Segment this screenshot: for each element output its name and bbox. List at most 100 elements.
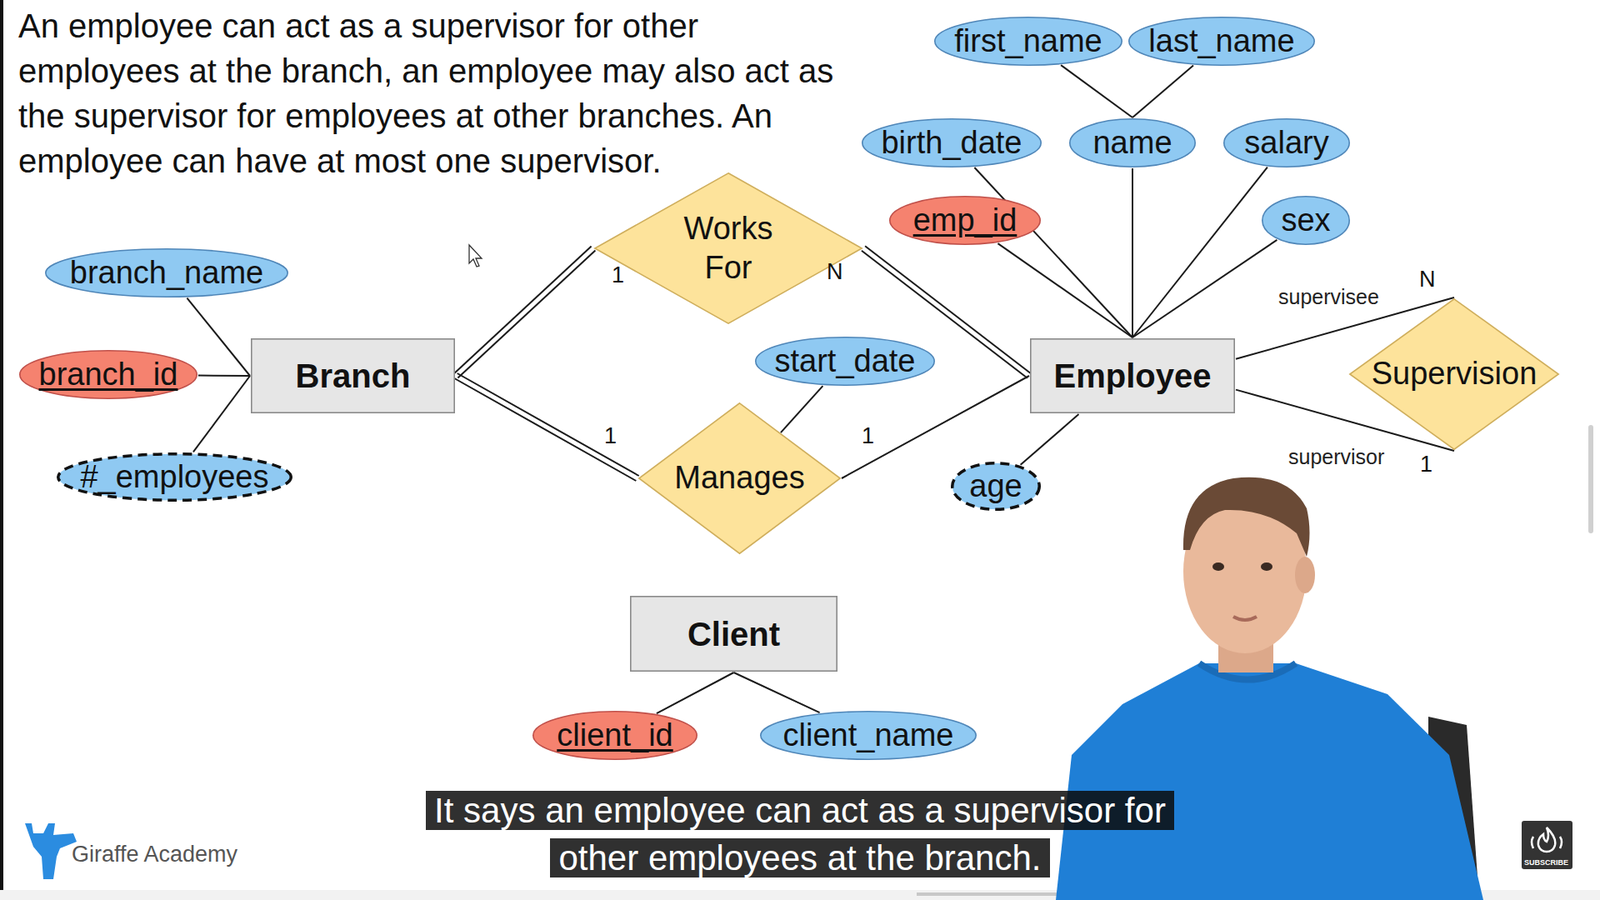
connector-stroke (780, 385, 824, 433)
relationship-name: Works For (657, 209, 800, 289)
role-label: supervisee (1275, 285, 1382, 310)
attribute-ellipse: start_date (754, 335, 936, 387)
cardinality-number: 1 (1420, 451, 1433, 478)
node-shape (952, 463, 1040, 510)
subtitle-text: It says an employee can act as a supervi… (425, 790, 1175, 878)
connector-stroke (193, 375, 250, 452)
connector-line (193, 375, 250, 452)
attribute-ellipse: salary (1222, 117, 1351, 169)
key-attribute-ellipse: emp_id (888, 195, 1042, 246)
connector-line (656, 672, 735, 714)
connector-stroke (457, 373, 640, 476)
node-shape (533, 711, 697, 760)
connector-line (198, 375, 250, 377)
attribute-name: name (1092, 125, 1172, 162)
cardinality-number: 1 (861, 423, 875, 450)
attribute-name: branch_name (70, 255, 264, 292)
node-shape (862, 119, 1041, 167)
attribute-ellipse: birth_date (860, 117, 1043, 169)
cardinality-number: N (1419, 266, 1436, 293)
attribute-name: emp_id (913, 202, 1018, 240)
attribute-name: first_name (954, 23, 1102, 60)
node-shape (1129, 17, 1315, 65)
cardinality-number: N (826, 259, 844, 285)
node-shape (639, 403, 840, 554)
presenter-figure (1055, 477, 1484, 900)
channel-watermark: Giraffe Academy (71, 841, 238, 868)
attribute-name: #_employees (80, 459, 269, 496)
connector-stroke (454, 245, 592, 374)
connector-line (997, 243, 1133, 338)
derived-attribute-ellipse: age (950, 460, 1042, 512)
attribute-ellipse: first_name (933, 15, 1124, 67)
attribute-name: sex (1280, 202, 1330, 240)
connector-line (1020, 414, 1080, 465)
badge-text: SUBSCRIBE (1524, 858, 1569, 867)
entity-box: Employee (1029, 337, 1236, 415)
relationship-diamond: Supervision (1348, 297, 1560, 451)
connector-stroke (997, 243, 1133, 338)
connector-stroke (186, 298, 250, 376)
node-shape (1262, 196, 1350, 245)
connector-stroke (734, 672, 820, 713)
connector-line (1132, 168, 1134, 338)
connector-stroke (1131, 168, 1134, 338)
node-shape (1030, 339, 1235, 413)
node-shape (1224, 119, 1350, 167)
scrollbar (1588, 425, 1594, 534)
relationship-outline (593, 171, 864, 325)
connector-stroke (656, 672, 735, 714)
connector-line (1132, 65, 1194, 118)
attribute-name: client_name (783, 717, 955, 755)
node-shape (755, 337, 935, 385)
node-shape (58, 454, 292, 501)
giraffe-logo (25, 823, 77, 880)
entity-box: Branch (250, 337, 456, 415)
heading-text: An employee can act as a supervisor for … (18, 3, 860, 184)
connector-stroke (1060, 65, 1133, 118)
key-attribute-ellipse: branch_id (18, 349, 199, 400)
entity-name: Client (687, 615, 780, 654)
node-shape (251, 339, 455, 413)
total-participation-line (454, 245, 596, 378)
entity-box: Client (629, 595, 839, 673)
node-shape (1070, 119, 1195, 167)
connector-stroke (454, 378, 636, 481)
node-shape (20, 350, 197, 399)
subtitle-box: It says an employee can act as a supervi… (391, 786, 1209, 882)
connector-stroke (1020, 414, 1080, 465)
role-label: supervisor (1285, 445, 1387, 470)
cardinality-number: 1 (611, 262, 625, 289)
attribute-ellipse: last_name (1127, 15, 1316, 67)
relationship-name: Manages (674, 460, 805, 497)
connector-stroke (198, 375, 250, 378)
connector-stroke (1132, 167, 1268, 338)
entity-name: Employee (1054, 356, 1212, 395)
attribute-ellipse: sex (1260, 195, 1351, 246)
node-shape (935, 17, 1122, 65)
connector-stroke (1132, 65, 1194, 118)
key-attribute-ellipse: client_id (531, 710, 699, 761)
node-shape (1350, 299, 1559, 450)
node-shape (630, 596, 837, 671)
node-shape (45, 249, 288, 297)
connector-stroke (1132, 240, 1277, 338)
node-shape (890, 196, 1040, 245)
relationship-diamond: Manages (637, 401, 842, 555)
node-shape (760, 711, 976, 760)
connector-line (1132, 167, 1268, 338)
attribute-name: age (969, 468, 1022, 505)
attribute-name: birth_date (880, 125, 1022, 162)
mouse-cursor (469, 245, 482, 267)
frame-edge (0, 0, 4, 900)
connector-line (974, 167, 1133, 338)
connector-line (734, 672, 820, 713)
total-participation-line (454, 373, 639, 481)
relationship-diamond: Works For (593, 171, 864, 325)
node-shape (595, 173, 862, 324)
attribute-ellipse: branch_name (44, 247, 290, 299)
connector-stroke (457, 250, 595, 379)
attribute-name: client_id (556, 717, 673, 755)
connector-line (780, 385, 824, 433)
